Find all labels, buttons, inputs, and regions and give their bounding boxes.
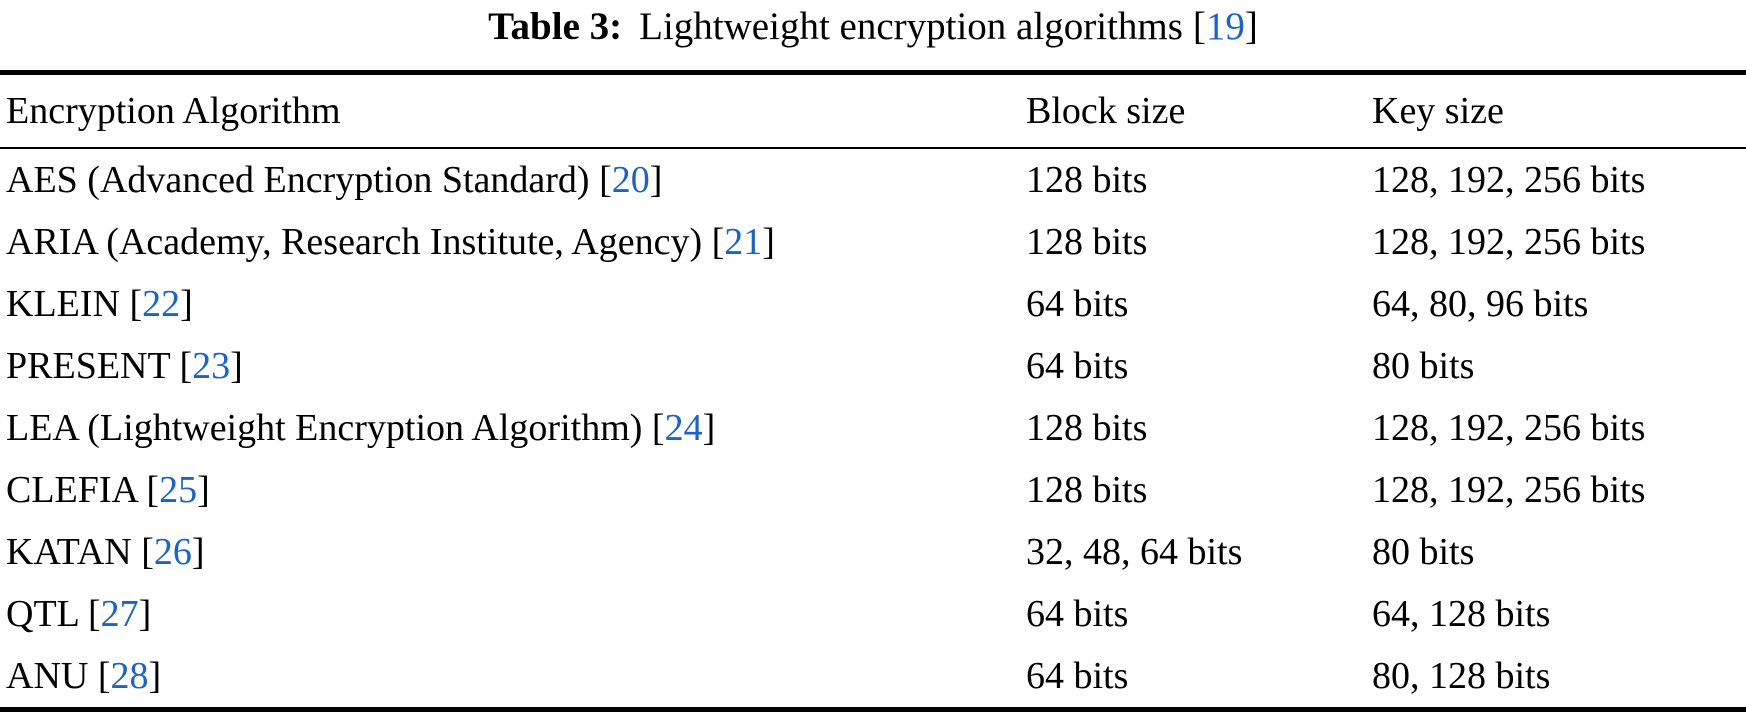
algorithm-name: QTL: [6, 593, 79, 635]
citation-link[interactable]: 20: [611, 159, 650, 201]
algorithm-cell: PRESENT [23]: [0, 344, 1026, 388]
block-size-cell: 128 bits: [1026, 159, 1148, 201]
citation-bracket-close: ]: [138, 593, 152, 635]
algorithm-cell: KLEIN [22]: [0, 282, 1026, 326]
algorithm-cell: LEA (Lightweight Encryption Algorithm) […: [0, 406, 1026, 450]
block-size-cell: 64 bits: [1026, 345, 1129, 387]
key-size-cell: 128, 192, 256 bits: [1372, 469, 1646, 511]
key-size-cell: 80 bits: [1372, 531, 1475, 573]
citation-link[interactable]: 21: [724, 221, 763, 263]
key-size-cell: 64, 80, 96 bits: [1372, 283, 1589, 325]
citation-link[interactable]: 25: [159, 469, 198, 511]
block-size-cell: 64 bits: [1026, 655, 1129, 697]
citation-bracket-open: [: [87, 593, 101, 635]
key-size-cell: 128, 192, 256 bits: [1372, 221, 1646, 263]
algorithm-name: ANU: [6, 655, 89, 697]
header-key-size: Key size: [1372, 90, 1504, 132]
citation-bracket-open: [: [141, 531, 154, 573]
key-size-cell: 80 bits: [1372, 345, 1475, 387]
encryption-algorithms-table: Encryption Algorithm Block size Key size…: [0, 70, 1746, 712]
algorithm-cell: ANU [28]: [0, 654, 1026, 698]
header-encryption-algorithm: Encryption Algorithm: [6, 90, 341, 132]
algorithm-cell: ARIA (Academy, Research Institute, Agenc…: [0, 220, 1026, 264]
algorithm-name: AES (Advanced Encryption Standard): [6, 159, 590, 201]
table-header-row: Encryption Algorithm Block size Key size: [0, 75, 1746, 149]
table-caption-text: Lightweight encryption algorithms: [639, 5, 1183, 48]
citation-link[interactable]: 27: [100, 593, 139, 635]
key-size-cell: 80, 128 bits: [1372, 655, 1551, 697]
citation-bracket-close: ]: [197, 469, 210, 511]
citation-bracket-close: ]: [702, 407, 716, 449]
citation-bracket-open: [: [97, 655, 111, 697]
block-size-cell: 64 bits: [1026, 283, 1129, 325]
citation-link[interactable]: 22: [142, 283, 181, 325]
citation-bracket-close: ]: [180, 283, 193, 325]
algorithm-cell: AES (Advanced Encryption Standard) [20]: [0, 158, 1026, 202]
citation-bracket-open: [: [711, 221, 725, 263]
algorithm-cell: KATAN [26]: [0, 530, 1026, 574]
citation-bracket-close: ]: [762, 221, 775, 263]
caption-citation: [19]: [1193, 5, 1258, 50]
citation-bracket-close: ]: [649, 159, 663, 201]
citation-bracket-close: ]: [1244, 5, 1258, 48]
algorithm-cell: CLEFIA [25]: [0, 468, 1026, 512]
table-row: ARIA (Academy, Research Institute, Agenc…: [0, 211, 1746, 273]
algorithm-name: PRESENT: [6, 345, 171, 387]
table-row: LEA (Lightweight Encryption Algorithm) […: [0, 397, 1746, 459]
algorithm-name: ARIA (Academy, Research Institute, Agenc…: [6, 221, 703, 263]
algorithm-name: KATAN: [6, 531, 132, 573]
citation-bracket-close: ]: [230, 345, 243, 387]
key-size-cell: 128, 192, 256 bits: [1372, 159, 1646, 201]
citation-link[interactable]: 23: [192, 345, 231, 387]
citation-bracket-close: ]: [191, 531, 205, 573]
block-size-cell: 128 bits: [1026, 469, 1148, 511]
algorithm-name: CLEFIA: [6, 469, 137, 511]
block-size-cell: 128 bits: [1026, 221, 1148, 263]
citation-bracket-open: [: [179, 345, 193, 387]
key-size-cell: 128, 192, 256 bits: [1372, 407, 1646, 449]
citation-bracket-open: [: [651, 407, 665, 449]
table-body: AES (Advanced Encryption Standard) [20]1…: [0, 149, 1746, 707]
citation-bracket-close: ]: [148, 655, 162, 697]
algorithm-name: LEA (Lightweight Encryption Algorithm): [6, 407, 643, 449]
block-size-cell: 128 bits: [1026, 407, 1148, 449]
citation-link[interactable]: 26: [153, 531, 192, 573]
block-size-cell: 64 bits: [1026, 593, 1129, 635]
algorithm-name: KLEIN: [6, 283, 120, 325]
citation-bracket-open: [: [146, 469, 160, 511]
table-row: AES (Advanced Encryption Standard) [20]1…: [0, 149, 1746, 211]
header-block-size: Block size: [1026, 90, 1186, 132]
citation-bracket-open: [: [599, 159, 612, 201]
algorithm-cell: QTL [27]: [0, 592, 1026, 636]
citation-bracket-open: [: [1192, 5, 1206, 48]
block-size-cell: 32, 48, 64 bits: [1026, 531, 1243, 573]
citation-bracket-open: [: [129, 283, 143, 325]
key-size-cell: 64, 128 bits: [1372, 593, 1551, 635]
citation-link[interactable]: 24: [664, 407, 703, 449]
citation-link[interactable]: 28: [110, 655, 149, 697]
table-caption: Table 3: Lightweight encryption algorith…: [0, 0, 1746, 70]
citation-link[interactable]: 19: [1205, 5, 1245, 48]
table-caption-label: Table 3:: [488, 5, 623, 48]
